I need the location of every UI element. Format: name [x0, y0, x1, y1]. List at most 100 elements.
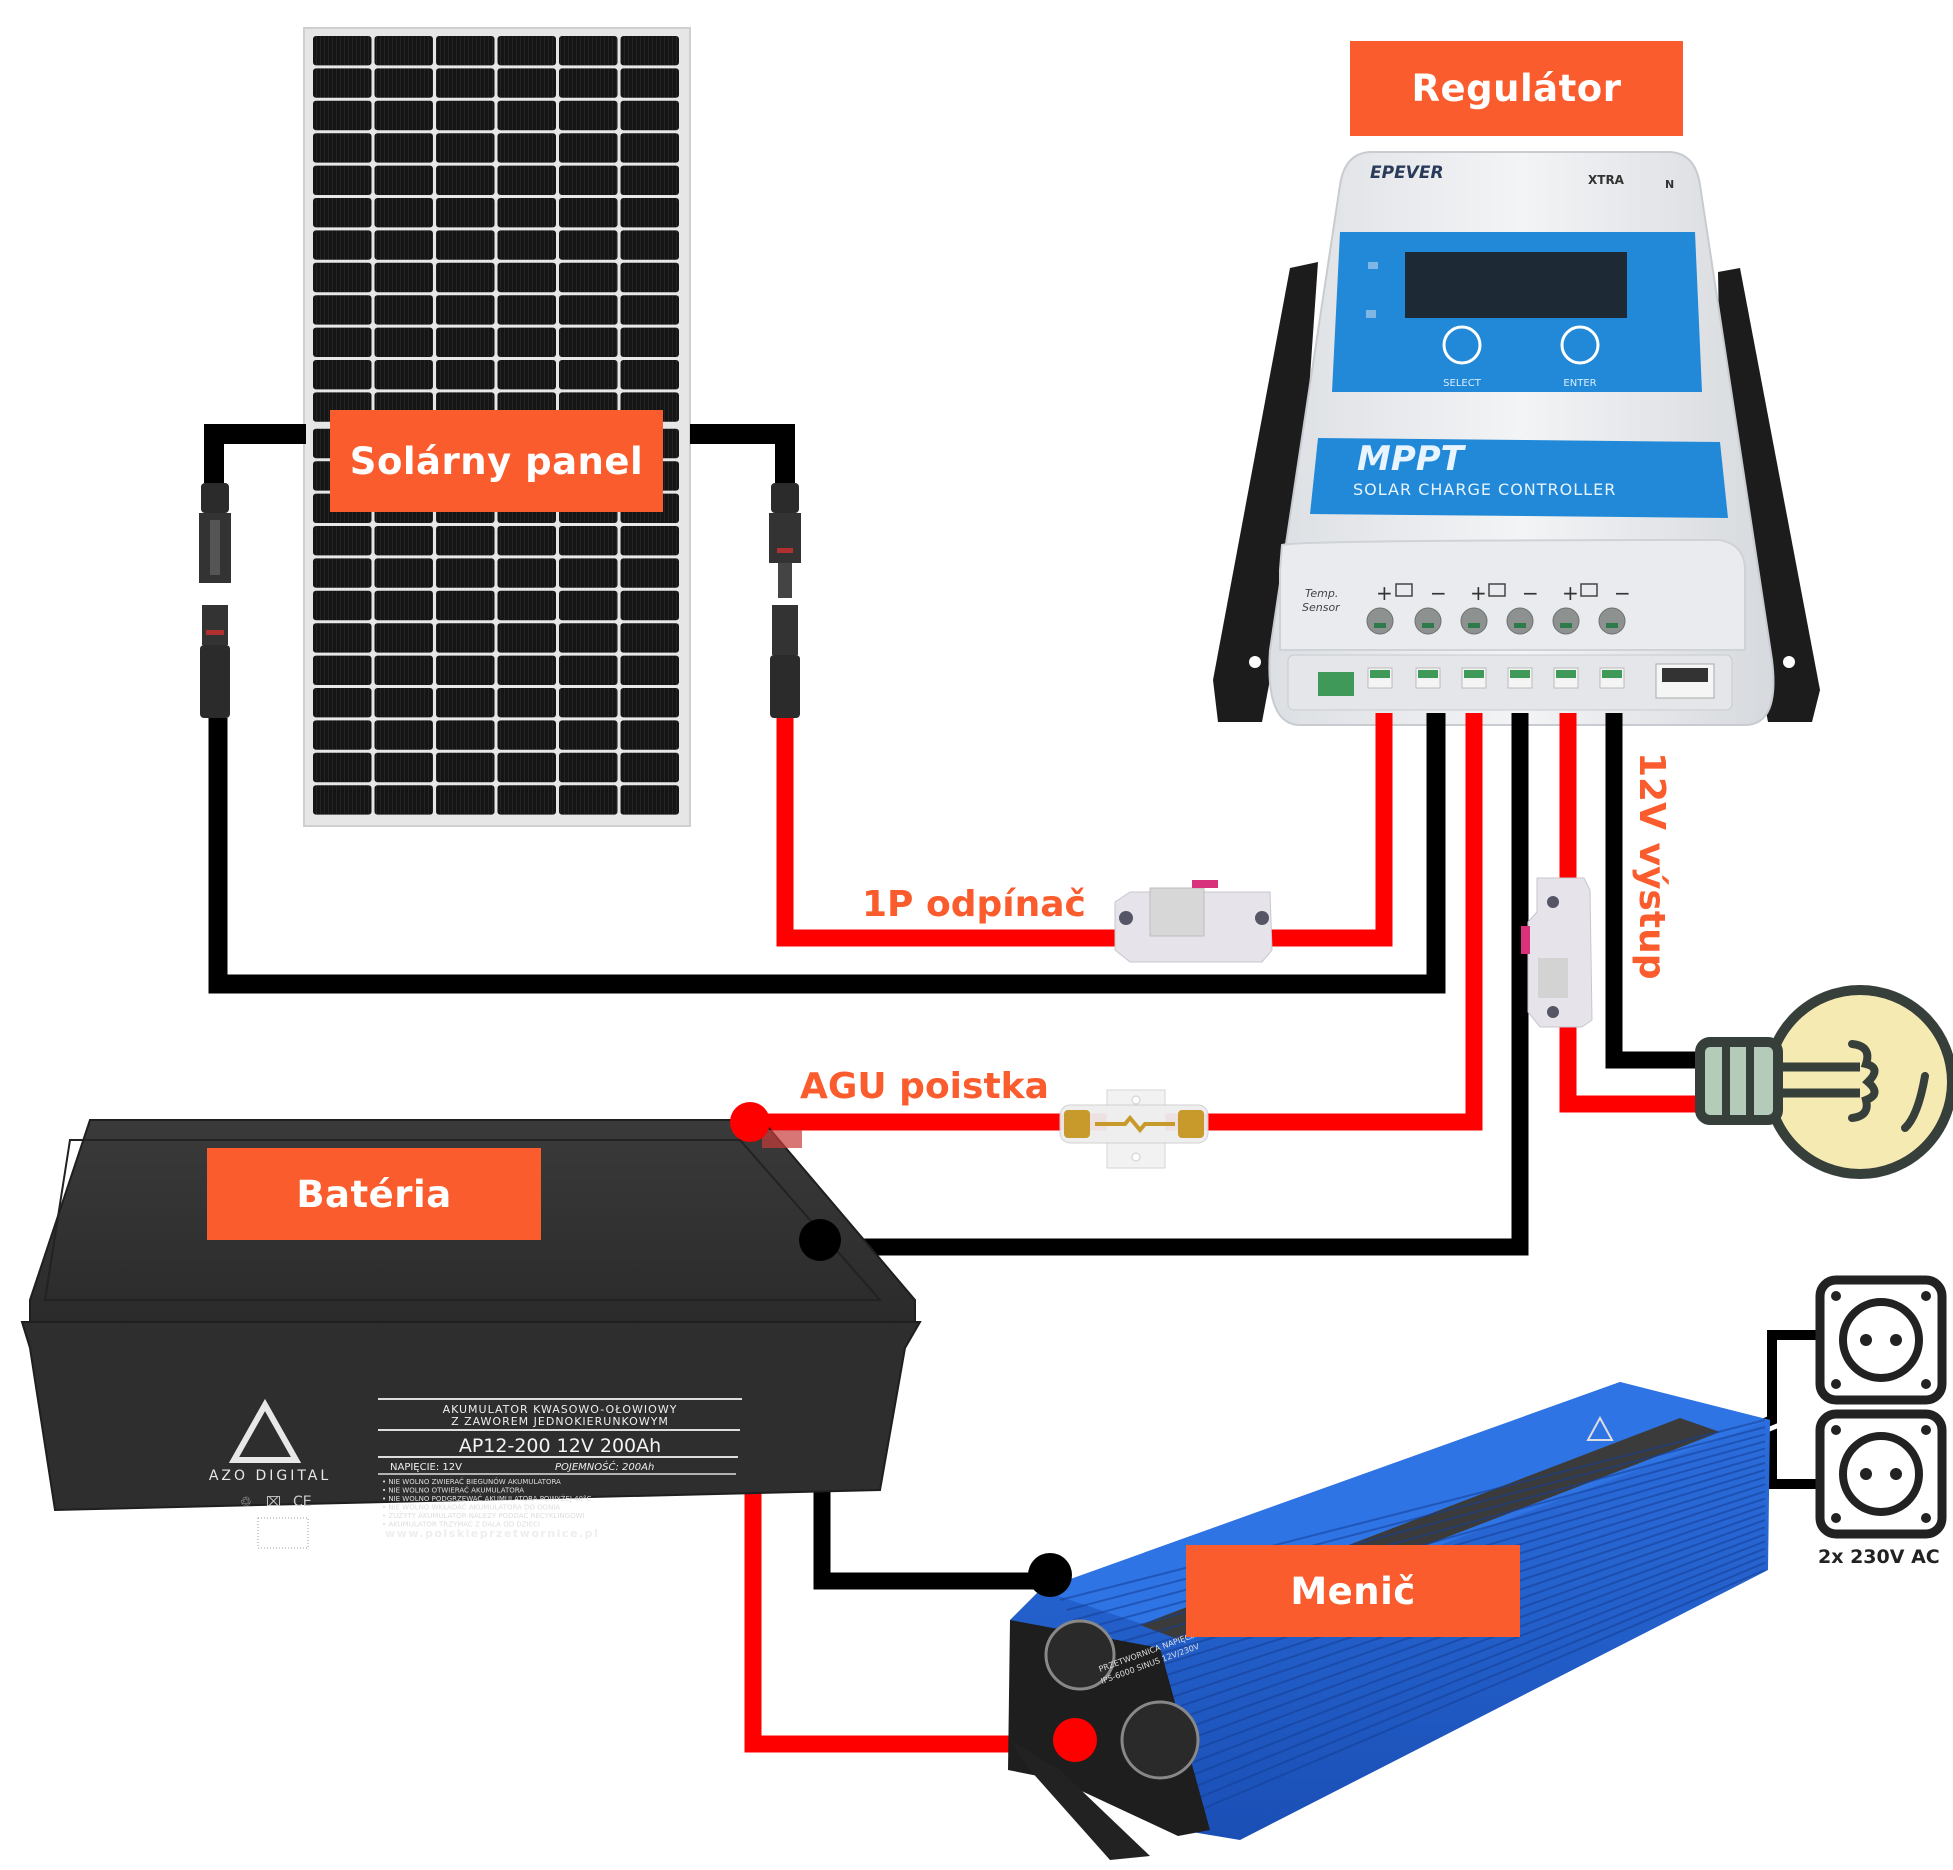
solar-cell	[374, 133, 433, 163]
battery-capacity: POJEMNOŚĆ: 200Ah	[555, 1460, 654, 1473]
solar-cell	[374, 590, 433, 621]
select-button-label: SELECT	[1443, 378, 1482, 389]
solar-cell	[313, 68, 372, 98]
solar-cell	[497, 295, 556, 325]
terminal-dots	[730, 1102, 1097, 1762]
mc4-connector-left-male	[199, 483, 231, 583]
wire-pv-negative	[208, 713, 1446, 994]
solar-cell	[313, 327, 372, 357]
solar-cell	[559, 623, 618, 653]
terminal-screw	[1598, 607, 1626, 635]
inverter-logo-icon	[1586, 1415, 1614, 1441]
solar-cell	[620, 785, 679, 815]
inverter-fin	[1059, 1419, 1766, 1601]
mount-hole	[1783, 656, 1795, 668]
solar-cell	[620, 327, 679, 357]
solar-cell	[374, 720, 433, 750]
enter-button[interactable]	[1560, 325, 1600, 365]
solar-cell	[620, 558, 679, 588]
solar-cell	[559, 36, 618, 66]
solar-cell	[559, 165, 618, 195]
inverter-fin	[1186, 1554, 1766, 1791]
disconnector-1p[interactable]	[1114, 880, 1273, 963]
agu-fuse[interactable]	[1059, 1089, 1209, 1169]
solar-cell	[497, 360, 556, 390]
solar-cell	[313, 295, 372, 325]
solar-cell	[497, 165, 556, 195]
charge-controller: SELECT ENTER EPEVER XTRA N MPPT SOLAR CH…	[1213, 151, 1820, 726]
recycle-icon: ♲	[240, 1495, 252, 1510]
inverter-fin	[1066, 1426, 1766, 1611]
fuse-element	[1095, 1114, 1175, 1134]
pv-led-icon	[1368, 262, 1378, 269]
solar-cell	[620, 655, 679, 685]
solar-cell	[374, 198, 433, 228]
select-button[interactable]	[1442, 325, 1482, 365]
solar-cell	[374, 526, 433, 556]
solar-cell	[436, 327, 495, 357]
solar-cell	[436, 558, 495, 588]
solar-cell	[313, 36, 372, 66]
terminal-plus-sign: +	[1562, 581, 1579, 605]
mount-hole	[1249, 656, 1261, 668]
terminal-screw	[1366, 607, 1394, 635]
solar-cell	[620, 262, 679, 293]
solar-cell	[559, 655, 618, 685]
temp-sensor-label-2: Sensor	[1302, 601, 1341, 614]
terminal-minus-sign: −	[1522, 581, 1539, 605]
solar-cell	[374, 295, 433, 325]
solar-panel-icon	[1395, 583, 1413, 597]
solar-cell	[497, 133, 556, 163]
controller-model-tag: XTRA	[1588, 173, 1625, 187]
solar-cell	[436, 133, 495, 163]
solar-cell	[374, 655, 433, 685]
solar-cell	[313, 526, 372, 556]
solar-cell	[559, 785, 618, 815]
solar-cell	[374, 623, 433, 653]
disconnector-label: 1P odpínač	[862, 884, 1086, 925]
solar-cell	[436, 100, 495, 131]
disconnector-tag	[1192, 880, 1218, 888]
mppt-band	[1310, 438, 1728, 518]
screw-icon	[1255, 911, 1269, 925]
battery-icon	[1488, 583, 1506, 597]
temp-sensor-port	[1318, 672, 1354, 696]
solar-cell	[313, 655, 372, 685]
solar-cell	[374, 360, 433, 390]
solar-cell	[497, 198, 556, 228]
controller-title: MPPT	[1357, 439, 1467, 479]
solar-cell	[620, 165, 679, 195]
load-fuse-holder[interactable]	[1521, 877, 1593, 1028]
terminal-screws: +−+−+−	[1366, 581, 1631, 635]
solar-cell	[620, 752, 679, 783]
solar-cell	[620, 68, 679, 98]
solar-cell	[436, 623, 495, 653]
wire-pv-positive-top	[690, 424, 795, 483]
inverter-negative-dot	[1028, 1553, 1072, 1597]
solar-cell	[313, 688, 372, 718]
battery-type-line2: Z ZAWOREM JEDNOKIERUNKOWYM	[451, 1415, 669, 1428]
inverter-fin	[1166, 1533, 1766, 1761]
solar-cell	[313, 720, 372, 750]
bulb-icon	[1580, 583, 1598, 597]
solar-cell	[436, 526, 495, 556]
battery-brand: AZO DIGITAL	[209, 1468, 331, 1484]
solar-cell	[313, 133, 372, 163]
solar-cell	[374, 36, 433, 66]
wire-pv-positive	[776, 713, 1393, 947]
fuse-cap-right	[1178, 1110, 1204, 1138]
battery-label: Batéria	[207, 1148, 541, 1240]
fuse-tag	[1521, 926, 1530, 954]
socket-icon	[1815, 1409, 1947, 1539]
screw-icon	[1119, 911, 1133, 925]
solar-cell	[313, 360, 372, 390]
ac-outlets-label: 2x 230V AC	[1818, 1546, 1940, 1568]
battery-warning-line: • NIE WOLNO ZWIERAĆ BIEGUNÓW AKUMULATORA	[382, 1477, 561, 1486]
fuse-cap-left	[1064, 1110, 1090, 1138]
solar-cell	[497, 230, 556, 260]
solar-cell	[497, 100, 556, 131]
solar-cell	[620, 100, 679, 131]
inverter-fins	[1059, 1419, 1766, 1811]
solar-cell	[313, 785, 372, 815]
terminal-minus-sign: −	[1614, 581, 1631, 605]
